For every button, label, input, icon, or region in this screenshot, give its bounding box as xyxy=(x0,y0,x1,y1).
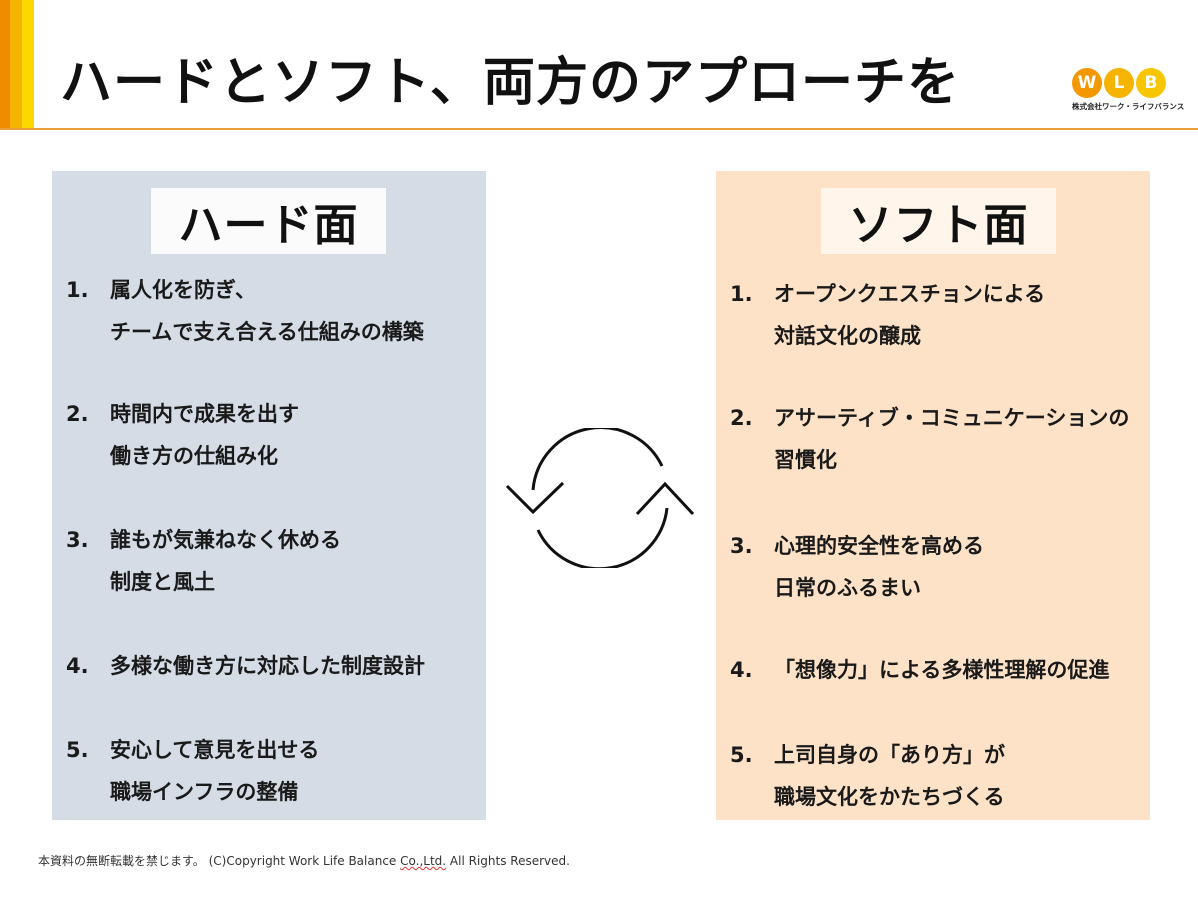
cycle-right-arrowhead xyxy=(635,481,695,516)
soft-item-line: 習慣化 xyxy=(774,448,837,472)
hard-item-number: 5. xyxy=(66,738,89,762)
hard-item-line: チームで支え合える仕組みの構築 xyxy=(110,320,424,344)
copyright-footer: 本資料の無断転載を禁じます。 (C)Copyright Work Life Ba… xyxy=(38,852,570,869)
hard-item-line: 制度と風土 xyxy=(110,570,215,594)
hard-item-line: 属人化を防ぎ、 xyxy=(110,278,256,302)
logo-company-name: 株式会社ワーク・ライフバランス xyxy=(1072,102,1185,111)
logo-letter-b: B xyxy=(1136,68,1166,98)
hard-item-number: 3. xyxy=(66,528,89,552)
accent-bar-amber xyxy=(10,0,22,128)
soft-panel: ソフト面 1. オープンクエスチョンによる 対話文化の醸成 2. アサーティブ・… xyxy=(716,171,1150,820)
cycle-lower-arc xyxy=(536,507,669,568)
soft-item-line: 心理的安全性を高める xyxy=(774,534,984,558)
hard-item-line: 働き方の仕組み化 xyxy=(110,444,278,468)
hard-item-line: 多様な働き方に対応した制度設計 xyxy=(110,654,425,678)
accent-bar-orange xyxy=(0,0,10,128)
hard-item-line: 誰もが気兼ねなく休める xyxy=(110,528,341,552)
cycle-left-arrowhead xyxy=(505,481,565,515)
footer-suffix: All Rights Reserved. xyxy=(446,854,570,868)
soft-item-number: 3. xyxy=(730,534,753,558)
page-title: ハードとソフト、両方のアプローチを xyxy=(60,53,960,113)
company-logo: W L B 株式会社ワーク・ライフバランス xyxy=(1072,68,1185,118)
hard-panel-title: ハード面 xyxy=(151,188,386,254)
soft-item-number: 1. xyxy=(730,282,753,306)
soft-item-number: 5. xyxy=(730,743,753,767)
header-divider xyxy=(0,128,1198,130)
hard-item-number: 2. xyxy=(66,402,89,426)
soft-panel-title: ソフト面 xyxy=(821,188,1056,254)
footer-company-suffix: Co.,Ltd. xyxy=(400,854,447,868)
hard-item-line: 職場インフラの整備 xyxy=(110,780,299,804)
soft-item-line: アサーティブ・コミュニケーションの xyxy=(774,406,1130,430)
soft-item-line: 対話文化の醸成 xyxy=(774,324,921,348)
soft-item-line: 「想像力」による多様性理解の促進 xyxy=(774,658,1110,682)
hard-panel: ハード面 1. 属人化を防ぎ、 チームで支え合える仕組みの構築 2. 時間内で成… xyxy=(52,171,486,820)
soft-item-line: 上司自身の「あり方」が xyxy=(774,743,1005,767)
logo-letter-l: L xyxy=(1104,68,1134,98)
logo-letter-w: W xyxy=(1072,68,1102,98)
accent-bar-yellow xyxy=(22,0,34,128)
footer-prefix: 本資料の無断転載を禁じます。 (C)Copyright Work Life Ba… xyxy=(38,854,401,868)
soft-item-number: 2. xyxy=(730,406,753,430)
cycle-upper-arc xyxy=(531,428,664,491)
hard-item-number: 4. xyxy=(66,654,89,678)
soft-item-line: オープンクエスチョンによる xyxy=(774,282,1046,306)
refresh-cycle-icon xyxy=(505,428,695,568)
hard-item-line: 安心して意見を出せる xyxy=(110,738,320,762)
soft-item-line: 職場文化をかたちづくる xyxy=(774,785,1005,809)
soft-item-line: 日常のふるまい xyxy=(774,576,921,600)
hard-item-number: 1. xyxy=(66,278,89,302)
hard-item-line: 時間内で成果を出す xyxy=(110,402,299,426)
soft-item-number: 4. xyxy=(730,658,753,682)
